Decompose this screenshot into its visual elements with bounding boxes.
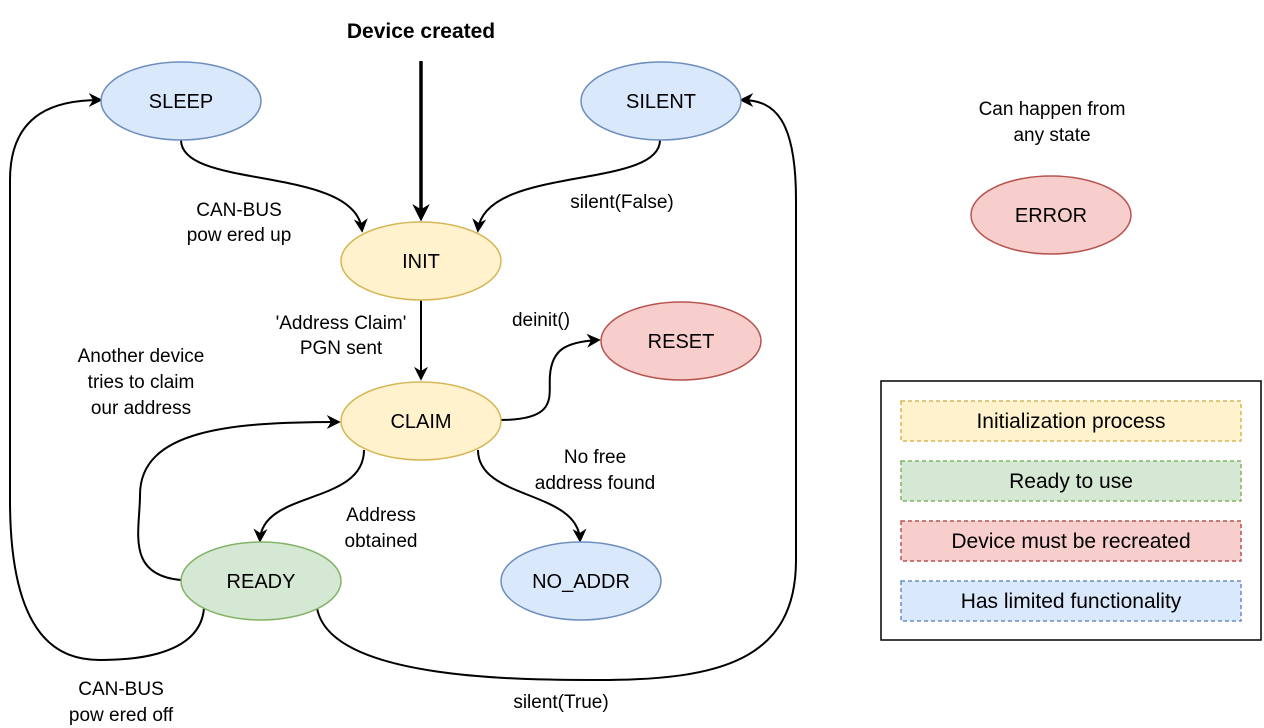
edge-ready-to-silent xyxy=(316,93,798,682)
state-error-label: ERROR xyxy=(1015,205,1087,227)
label-another-device-3: our address xyxy=(91,398,191,419)
state-init: INIT xyxy=(340,221,502,301)
label-canbus-off-2: pow ered off xyxy=(69,705,174,726)
label-address-obtained-1: Address xyxy=(346,505,416,526)
edge-ready-to-sleep xyxy=(8,93,205,662)
state-silent: SILENT xyxy=(580,61,742,141)
state-no-addr-label: NO_ADDR xyxy=(532,571,630,593)
error-note-1: Can happen from xyxy=(979,99,1126,120)
edge-ready-to-claim xyxy=(137,415,341,581)
label-canbus-up-1: CAN-BUS xyxy=(196,200,282,221)
error-note-2: any state xyxy=(1013,125,1090,146)
legend-item-recreate: Device must be recreated xyxy=(900,520,1242,562)
label-another-device-2: tries to claim xyxy=(88,372,195,393)
label-silent-true: silent(True) xyxy=(513,692,608,713)
legend-label-ready: Ready to use xyxy=(1009,470,1133,493)
legend-item-limited: Has limited functionality xyxy=(900,580,1242,622)
edge-silent-to-init xyxy=(472,139,661,233)
state-sleep-label: SLEEP xyxy=(149,91,213,113)
state-sleep: SLEEP xyxy=(100,61,262,141)
state-reset-label: RESET xyxy=(648,331,715,353)
label-no-free-1: No free xyxy=(564,447,626,468)
state-claim: CLAIM xyxy=(340,381,502,461)
state-init-label: INIT xyxy=(402,251,440,273)
state-claim-label: CLAIM xyxy=(390,411,451,433)
state-ready-label: READY xyxy=(227,571,296,593)
legend-label-initialization: Initialization process xyxy=(976,410,1165,433)
label-deinit: deinit() xyxy=(512,310,570,331)
label-address-claim-1: 'Address Claim' xyxy=(276,313,407,334)
edge-claim-to-reset xyxy=(499,333,601,421)
state-error: ERROR xyxy=(970,175,1132,255)
edge-claim-to-ready xyxy=(253,449,365,543)
legend: Initialization process Ready to use Devi… xyxy=(880,380,1262,641)
label-silent-false: silent(False) xyxy=(570,192,673,213)
edge-sleep-to-init xyxy=(180,139,368,233)
state-reset: RESET xyxy=(600,301,762,381)
diagram-title: Device created xyxy=(347,20,495,43)
legend-label-recreate: Device must be recreated xyxy=(951,530,1190,553)
label-canbus-up-2: pow ered up xyxy=(187,225,292,246)
state-silent-label: SILENT xyxy=(626,91,696,113)
edge-claim-to-no-addr xyxy=(477,449,587,543)
label-address-obtained-2: obtained xyxy=(345,531,418,552)
label-no-free-2: address found xyxy=(535,473,655,494)
legend-item-initialization: Initialization process xyxy=(900,400,1242,442)
legend-label-limited: Has limited functionality xyxy=(961,590,1182,613)
label-another-device-1: Another device xyxy=(78,346,205,367)
state-ready: READY xyxy=(180,541,342,621)
label-address-claim-2: PGN sent xyxy=(300,338,383,359)
label-canbus-off-1: CAN-BUS xyxy=(78,679,164,700)
state-no-addr: NO_ADDR xyxy=(500,541,662,621)
legend-item-ready: Ready to use xyxy=(900,460,1242,502)
